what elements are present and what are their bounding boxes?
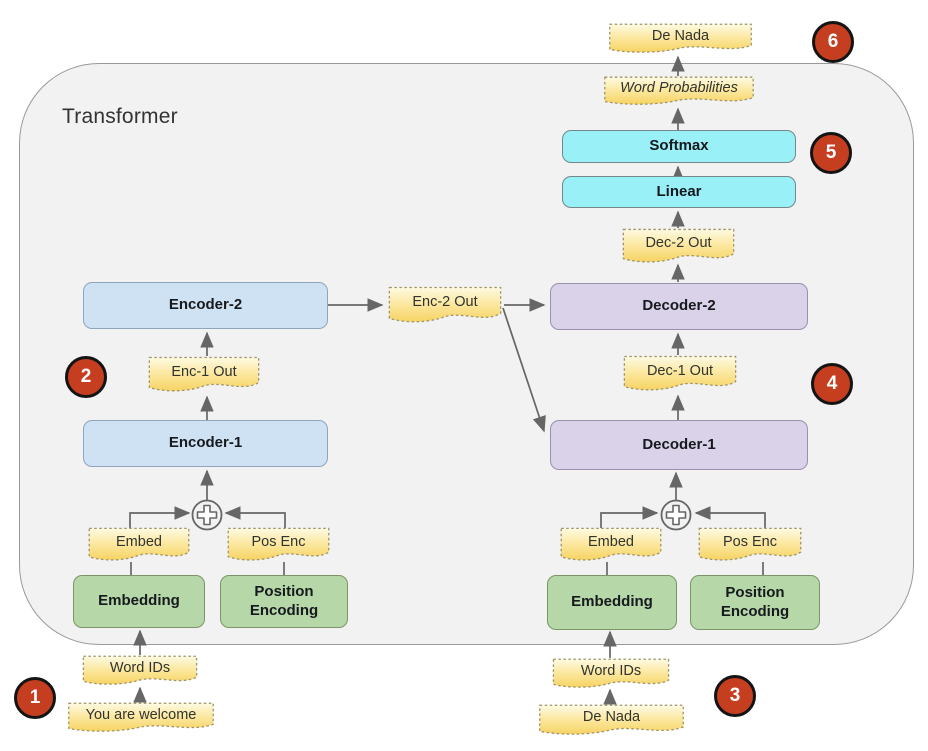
decoder-2-box: Decoder-2 xyxy=(550,283,808,330)
step-badge-4: 4 xyxy=(811,363,853,405)
encoder-1-box: Encoder-1 xyxy=(83,420,328,467)
position-encoding-encoder-label: Position Encoding xyxy=(249,583,319,619)
scroll-shape xyxy=(538,704,685,736)
encoder-flow-arrows xyxy=(129,298,546,703)
tag-encoder-input-label: You are welcome xyxy=(85,706,197,723)
softmax-box: Softmax xyxy=(562,130,796,163)
softmax-label: Softmax xyxy=(649,137,709,155)
decoder-2-label: Decoder-2 xyxy=(642,297,716,315)
scroll-shape xyxy=(67,702,215,733)
tag-word-ids-decoder-label: Word IDs xyxy=(580,662,642,679)
tag-dec-1-out-label: Dec-1 Out xyxy=(646,362,714,379)
scroll-shape xyxy=(623,355,737,392)
scroll-shape xyxy=(622,228,735,264)
step-badge-3: 3 xyxy=(714,675,756,717)
tag-decoder-input-label: De Nada xyxy=(582,709,641,725)
decoder-flow-arrows xyxy=(600,55,766,705)
scroll-shape xyxy=(388,286,502,324)
tag-dec-2-out: Dec-2 Out xyxy=(622,228,735,264)
position-encoding-decoder-label: Position Encoding xyxy=(720,584,790,620)
diagram-title: Transformer xyxy=(62,105,178,128)
scroll-shape xyxy=(552,658,670,689)
tag-dec-2-out-label: Dec-2 Out xyxy=(645,235,712,251)
decoder-1-box: Decoder-1 xyxy=(550,420,808,470)
tag-pos-enc-encoder: Pos Enc xyxy=(227,527,330,562)
plus-circle-icon-encoder xyxy=(191,499,223,531)
tag-embed-decoder-label: Embed xyxy=(588,533,634,550)
embedding-decoder-box: Embedding xyxy=(547,575,677,630)
encoder-1-label: Encoder-1 xyxy=(168,434,243,452)
embedding-encoder-box: Embedding xyxy=(73,575,205,628)
scroll-shape xyxy=(560,527,662,562)
tag-embed-encoder: Embed xyxy=(88,527,190,562)
tag-final-output-label: De Nada xyxy=(651,27,710,44)
tag-word-ids-encoder: Word IDs xyxy=(82,655,198,686)
tag-word-probabilities-label: Word Probabilities xyxy=(620,80,738,96)
scroll-shape xyxy=(88,527,190,562)
scroll-shape xyxy=(608,23,753,54)
embedding-encoder-label: Embedding xyxy=(98,592,180,610)
position-encoding-decoder-box: Position Encoding xyxy=(690,575,820,630)
tag-enc-2-out: Enc-2 Out xyxy=(388,286,502,324)
step-badge-6: 6 xyxy=(812,21,854,63)
tag-final-output: De Nada xyxy=(608,23,753,54)
step-badge-1: 1 xyxy=(14,677,56,719)
scroll-shape xyxy=(603,76,755,106)
tag-enc-1-out: Enc-1 Out xyxy=(148,356,260,393)
linear-box: Linear xyxy=(562,176,796,208)
tag-enc-1-out-label: Enc-1 Out xyxy=(171,363,237,380)
step-badge-2: 2 xyxy=(65,356,107,398)
position-encoding-encoder-box: Position Encoding xyxy=(220,575,348,628)
scroll-shape xyxy=(698,527,802,562)
plus-circle-icon-decoder xyxy=(660,499,692,531)
tag-embed-encoder-label: Embed xyxy=(116,533,162,550)
tag-dec-1-out: Dec-1 Out xyxy=(623,355,737,392)
tag-pos-enc-decoder: Pos Enc xyxy=(698,527,802,562)
scroll-shape xyxy=(148,356,260,393)
scroll-shape xyxy=(82,655,198,686)
step-badge-5: 5 xyxy=(810,132,852,174)
tag-enc-2-out-label: Enc-2 Out xyxy=(412,294,478,310)
tag-word-ids-decoder: Word IDs xyxy=(552,658,670,689)
tag-decoder-input: De Nada xyxy=(538,704,685,736)
embedding-decoder-label: Embedding xyxy=(571,593,653,611)
tag-word-ids-encoder-label: Word IDs xyxy=(109,659,171,676)
scroll-shape xyxy=(227,527,330,562)
tag-pos-enc-decoder-label: Pos Enc xyxy=(723,533,777,550)
tag-word-probabilities: Word Probabilities xyxy=(603,76,755,106)
tag-embed-decoder: Embed xyxy=(560,527,662,562)
tag-pos-enc-encoder-label: Pos Enc xyxy=(251,533,306,550)
linear-label: Linear xyxy=(656,182,702,200)
encoder-2-label: Encoder-2 xyxy=(168,296,243,314)
decoder-1-label: Decoder-1 xyxy=(642,435,716,453)
encoder-2-box: Encoder-2 xyxy=(83,282,328,329)
tag-encoder-input: You are welcome xyxy=(67,702,215,733)
